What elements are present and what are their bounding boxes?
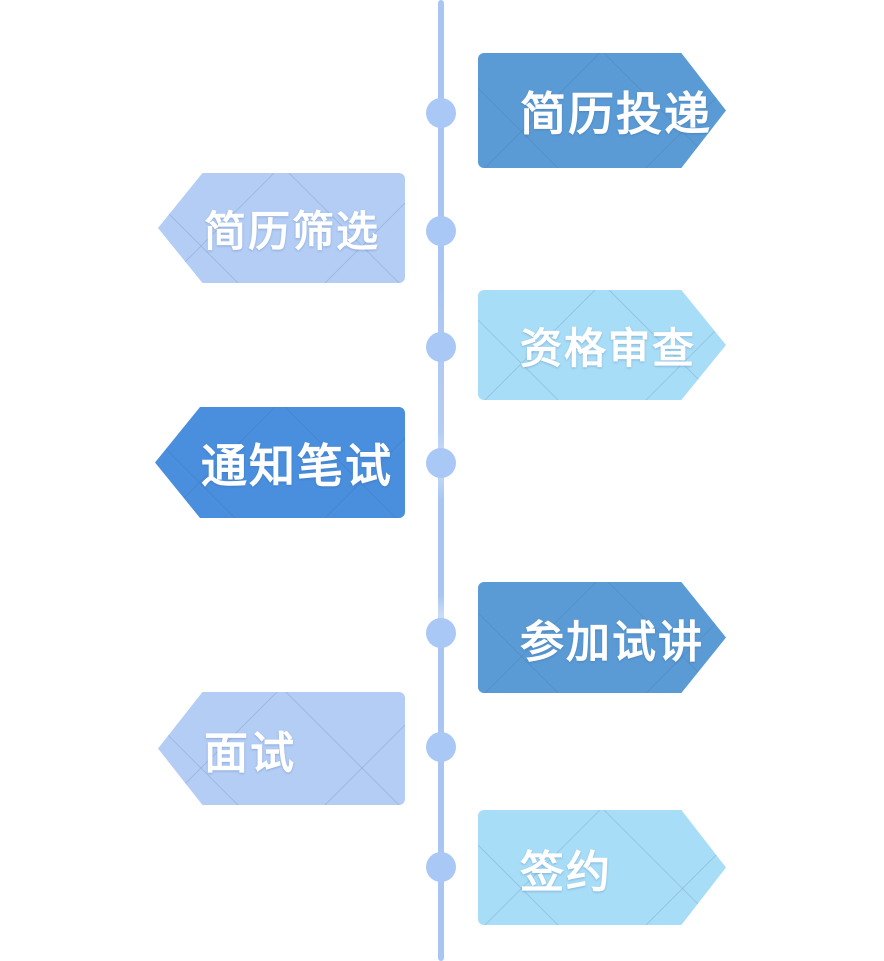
timeline-dot-5: [426, 618, 456, 648]
timeline-dot-7: [426, 852, 456, 882]
flow-step-2[interactable]: 简历筛选: [158, 173, 405, 283]
flow-step-label: 参加试讲: [520, 617, 704, 667]
timeline-dot-1: [426, 98, 456, 128]
chevron-arrow-icon: [478, 290, 726, 400]
diamond-texture-overlay: [478, 290, 726, 400]
chevron-arrow-icon: [155, 407, 405, 518]
diamond-texture-overlay: [155, 407, 405, 518]
flow-step-3[interactable]: 资格审查: [478, 290, 726, 400]
flow-step-label: 资格审查: [520, 324, 697, 372]
timeline-axis: [438, 0, 444, 961]
chevron-arrow-icon: [158, 173, 405, 283]
timeline-dot-2: [426, 216, 456, 246]
diamond-texture-overlay: [158, 692, 405, 805]
chevron-arrow-icon: [478, 810, 726, 925]
timeline-dot-6: [426, 732, 456, 762]
flow-step-5[interactable]: 参加试讲: [478, 582, 726, 693]
timeline-dot-4: [426, 448, 456, 478]
flow-step-7[interactable]: 签约: [478, 810, 726, 925]
flow-step-4[interactable]: 通知笔试: [155, 407, 405, 518]
diamond-texture-overlay: [478, 810, 726, 925]
flow-step-1[interactable]: 简历投递: [478, 53, 726, 168]
diamond-texture-overlay: [478, 53, 726, 168]
chevron-arrow-icon: [478, 582, 726, 693]
chevron-arrow-icon: [478, 53, 726, 168]
flow-step-label: 简历投递: [520, 87, 712, 140]
flow-step-label: 通知笔试: [201, 439, 393, 492]
flow-step-label: 简历筛选: [204, 207, 381, 255]
flow-step-6[interactable]: 面试: [158, 692, 405, 805]
diamond-texture-overlay: [478, 582, 726, 693]
timeline-dot-3: [426, 332, 456, 362]
chevron-arrow-icon: [158, 692, 405, 805]
flow-step-label: 签约: [520, 847, 612, 897]
diamond-texture-overlay: [158, 173, 405, 283]
flow-step-label: 面试: [204, 728, 296, 778]
